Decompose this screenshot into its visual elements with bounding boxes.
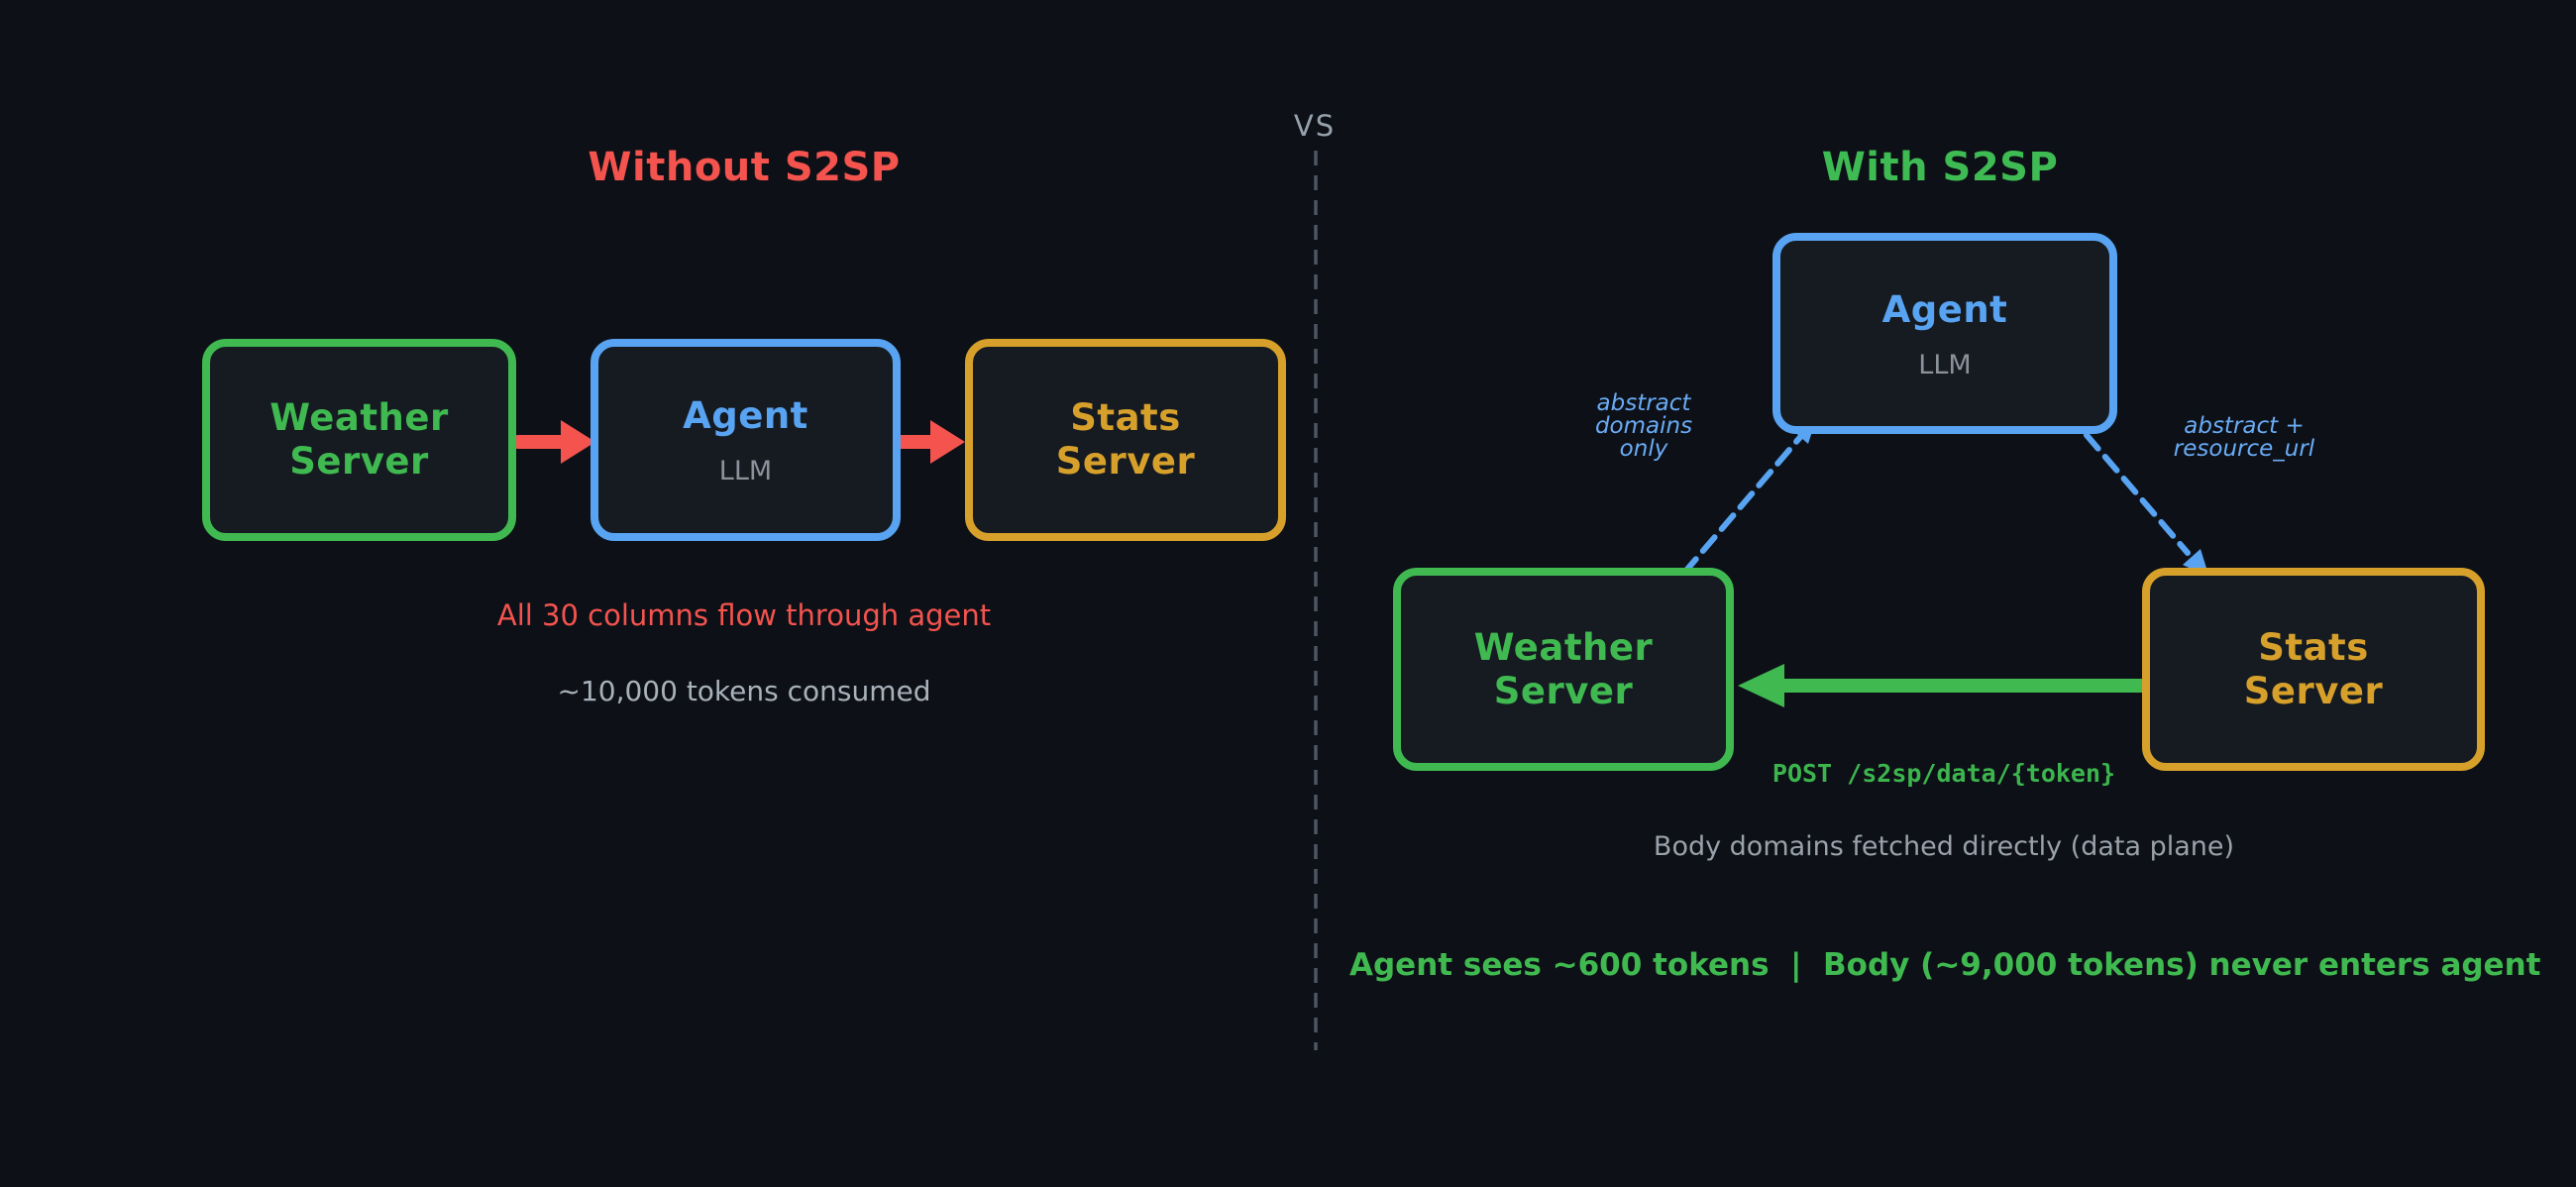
edge-label-abstract-domains-only: abstract domains only [1594,390,1693,462]
red-arrow-agent-to-stats-icon [890,420,965,464]
right-agent-label: Agent [1881,287,2008,331]
left-stats-server-label: Stats Server [1055,396,1196,483]
left-caption-tokens: ~10,000 tokens consumed [557,675,931,707]
red-arrow-weather-to-agent-icon [511,420,595,464]
edge-label-post-endpoint: POST /s2sp/data/{token} [1771,759,2116,788]
left-weather-server-label: Weather Server [269,396,449,483]
left-agent-node: Agent LLM [590,339,901,541]
right-caption-tokens: Agent sees ~600 tokens | Body (~9,000 to… [1349,947,2541,983]
right-stats-server-node: Stats Server [2142,568,2485,771]
right-panel-title: With S2SP [1821,145,2059,190]
right-caption-data-plane: Body domains fetched directly (data plan… [1653,831,2235,862]
left-agent-sublabel: LLM [718,456,773,486]
edge-label-abstract-resource-url: abstract + resource_url [2173,413,2315,462]
right-weather-server-node: Weather Server [1393,568,1734,771]
right-agent-sublabel: LLM [1918,349,1972,380]
right-weather-server-label: Weather Server [1473,625,1654,712]
left-weather-server-node: Weather Server [202,339,516,541]
green-arrow-stats-to-weather-icon [1738,664,2165,707]
right-agent-node: Agent LLM [1772,233,2117,434]
left-stats-server-node: Stats Server [965,339,1286,541]
vs-label: VS [1293,109,1337,143]
right-stats-server-label: Stats Server [2243,625,2384,712]
left-caption-flow: All 30 columns flow through agent [496,598,992,632]
left-panel-title: Without S2SP [588,145,901,190]
left-agent-label: Agent [683,394,808,437]
